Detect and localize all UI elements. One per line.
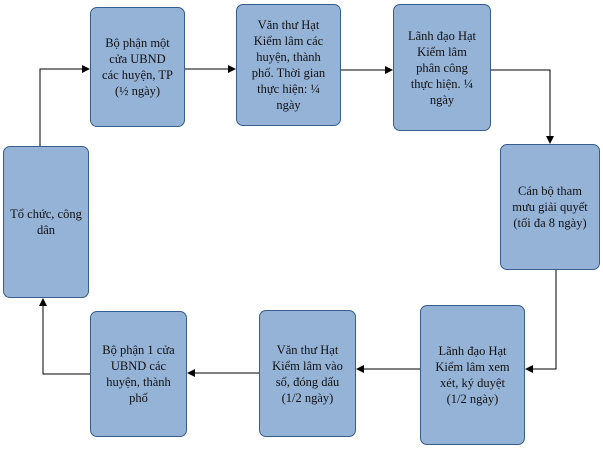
node-one-stop-unit-start: Bộ phận một cửa UBND các huyện, TP (½ ng… [90, 7, 185, 127]
arrow-n3-to-n4 [491, 69, 554, 144]
node-label: Tổ chức, công dân [10, 207, 82, 237]
node-label: Văn thư Hạt Kiểm lâm vào số, đóng dấu (1… [272, 342, 343, 405]
node-leader-assign: Lãnh đạo Hạt Kiểm lâm phân công thực hiệ… [393, 4, 491, 131]
arrow-n7-to-n8 [39, 298, 90, 375]
arrow-n4-to-n5 [525, 270, 557, 373]
node-clerk-receive: Văn thư Hạt Kiểm lâm các huyện, thành ph… [236, 4, 341, 126]
node-label: Văn thư Hạt Kiểm lâm các huyện, thành ph… [251, 18, 326, 112]
node-clerk-stamp: Văn thư Hạt Kiểm lâm vào số, đóng dấu (1… [259, 310, 356, 437]
node-leader-approve: Lãnh đạo Hạt Kiểm lâm xem xét, ký duyệt … [420, 305, 525, 445]
node-one-stop-unit-return: Bộ phận 1 cửa UBND các huyện, thành phố [90, 311, 187, 437]
node-label: Lãnh đạo Hạt Kiểm lâm phân công thực hiệ… [407, 28, 477, 107]
arrow-n8-to-n1 [39, 65, 90, 146]
node-label: Bộ phận một cửa UBND các huyện, TP (½ ng… [102, 36, 173, 98]
node-officer-process: Cán bộ tham mưu giải quyết (tối đa 8 ngà… [500, 144, 600, 270]
node-label: Cán bộ tham mưu giải quyết (tối đa 8 ngà… [512, 184, 588, 230]
node-label: Bộ phận 1 cửa UBND các huyện, thành phố [102, 343, 175, 405]
node-citizen: Tổ chức, công dân [3, 146, 89, 298]
node-label: Lãnh đạo Hạt Kiểm lâm xem xét, ký duyệt … [435, 344, 510, 406]
